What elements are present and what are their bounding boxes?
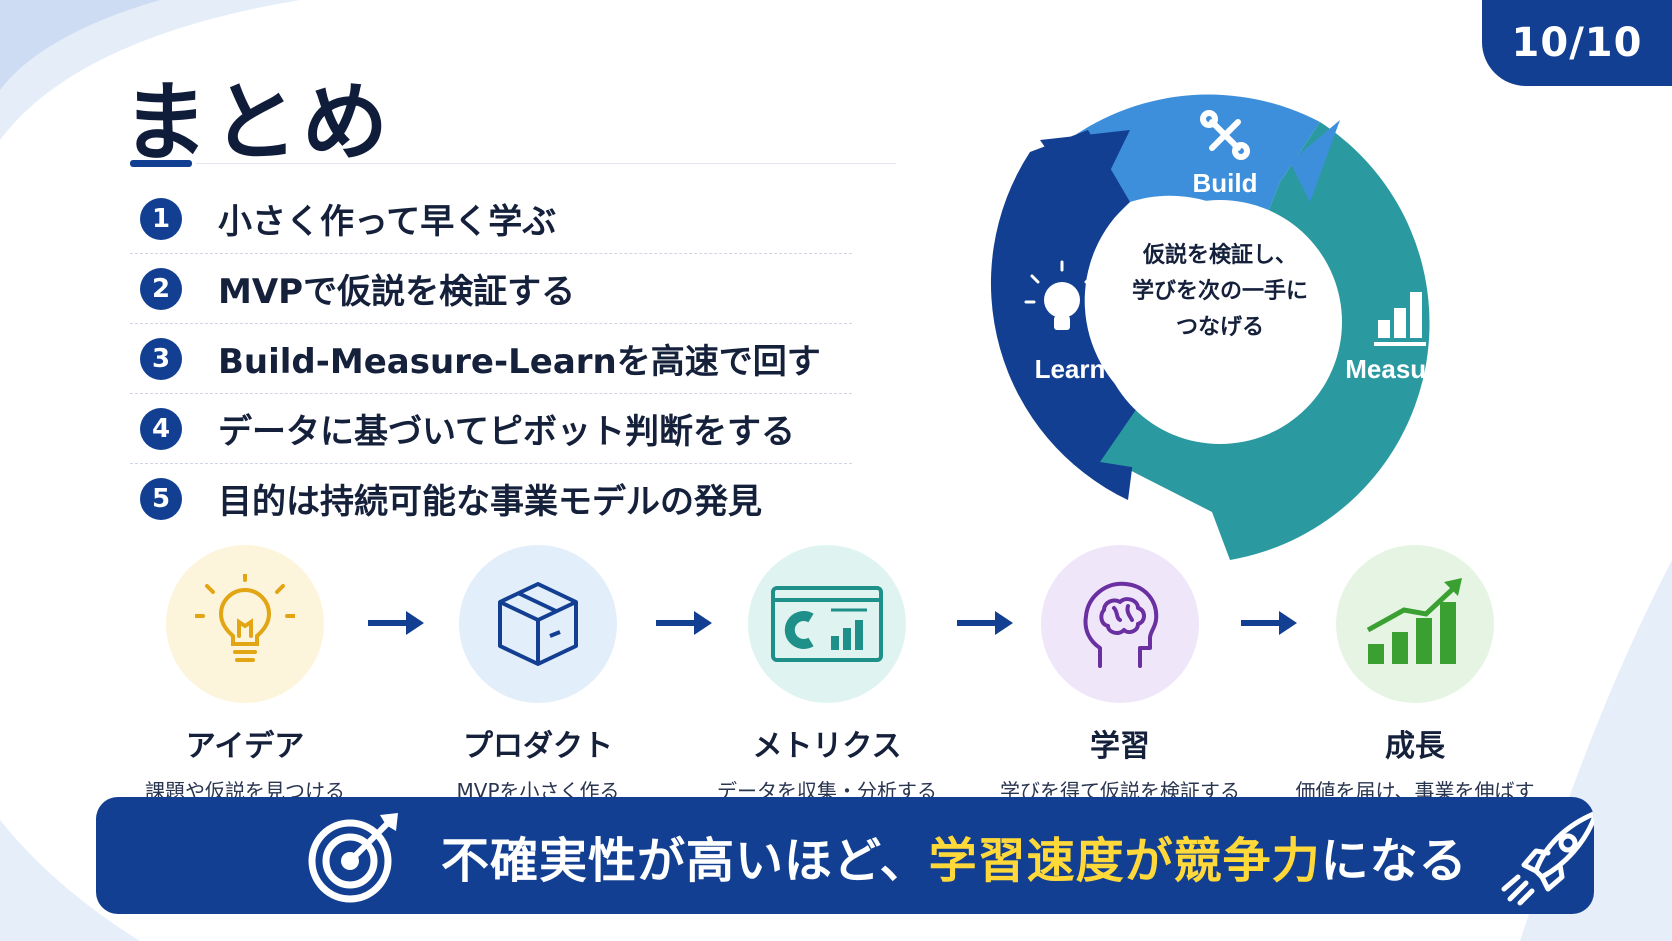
key-message-suffix: になる [1320, 832, 1468, 889]
list-item: 5 目的は持続可能な事業モデルの発見 [130, 464, 852, 533]
cycle-center-line: 仮説を検証し、 [1142, 242, 1297, 268]
flow-step-product: プロダクト MVPを小さく作る [408, 545, 668, 804]
point-text: 小さく作って早く学ぶ [218, 202, 557, 242]
number-badge: 1 [140, 197, 182, 240]
number-badge: 2 [140, 267, 182, 310]
step-icon-circle [748, 545, 906, 703]
step-title: プロダクト [463, 729, 613, 764]
measure-segment [1110, 122, 1430, 560]
page-counter: 10/10 [1482, 0, 1672, 86]
learn-label: Learn [1035, 354, 1106, 384]
cycle-center-line: つなげる [1176, 315, 1264, 340]
box-icon [498, 582, 578, 666]
key-message-prefix: 不確実性が高いほど、 [441, 832, 929, 889]
cycle-center-line: 学びを次の一手に [1132, 278, 1308, 304]
build-measure-learn-cycle: Build Measure Learn 仮説を検証し、 学びを次の一手に つなげ… [990, 94, 1451, 560]
page-title: まとめ [122, 73, 392, 173]
list-item: 4 データに基づいてピボット判断をする [130, 394, 852, 464]
arrow-right-icon [1241, 611, 1297, 635]
flow-step-metrics: メトリクス データを収集・分析する [697, 545, 957, 804]
rocket-icon [1501, 811, 1594, 906]
cycle-arrowhead [1290, 120, 1340, 202]
flow-step-learning: 学習 学びを得て仮説を検証する [990, 545, 1250, 804]
step-icon-circle [1041, 545, 1199, 703]
step-title: 成長 [1385, 729, 1445, 764]
arrow-right-icon [368, 611, 424, 635]
cycle-arrowhead [1040, 130, 1130, 212]
summary-points-list: 1 小さく作って早く学ぶ 2 MVPで仮説を検証する 3 Build-Measu… [130, 184, 852, 533]
number-badge: 3 [140, 337, 182, 380]
flow-step-idea: アイデア 課題や仮説を見つける [115, 545, 375, 804]
flow-step-growth: 成長 価値を届け、事業を伸ばす [1285, 545, 1545, 804]
cycle-arrowhead [1100, 382, 1195, 477]
build-segment [1068, 94, 1320, 233]
step-title: メトリクス [752, 729, 902, 764]
growth-chart-icon [1366, 578, 1462, 664]
step-title: 学習 [1090, 729, 1150, 764]
measure-label: Measure [1345, 354, 1451, 384]
key-message-banner: 不確実性が高いほど、学習速度が競争力になる [96, 797, 1594, 914]
bar-chart-icon [1374, 292, 1426, 346]
build-label: Build [1193, 168, 1258, 198]
title-divider [196, 163, 896, 164]
arrow-right-icon [957, 611, 1013, 635]
step-icon-circle [1336, 545, 1494, 703]
step-icon-circle [459, 545, 617, 703]
brain-head-icon [1083, 581, 1159, 668]
point-text: データに基づいてピボット判断をする [218, 412, 795, 452]
dashboard-icon [771, 586, 883, 662]
arrow-right-icon [656, 611, 712, 635]
lightbulb-icon [195, 574, 295, 662]
point-text: Build-Measure-Learnを高速で回す [218, 342, 821, 382]
point-text: MVPで仮説を検証する [218, 272, 576, 312]
key-message: 不確実性が高いほど、学習速度が競争力になる [441, 797, 1468, 914]
target-icon [308, 813, 398, 903]
lightbulb-icon [1024, 260, 1100, 330]
step-title: アイデア [185, 729, 305, 764]
number-badge: 4 [140, 407, 182, 450]
list-item: 3 Build-Measure-Learnを高速で回す [130, 324, 852, 394]
list-item: 1 小さく作って早く学ぶ [130, 184, 852, 254]
point-text: 目的は持続可能な事業モデルの発見 [218, 482, 762, 522]
tools-icon [1200, 110, 1250, 160]
list-item: 2 MVPで仮説を検証する [130, 254, 852, 324]
process-flow: アイデア 課題や仮説を見つける プロダクト MVPを小 [0, 545, 1672, 803]
key-message-highlight: 学習速度が競争力 [928, 832, 1321, 889]
title-underline [130, 160, 192, 167]
step-icon-circle [166, 545, 324, 703]
number-badge: 5 [140, 477, 182, 520]
